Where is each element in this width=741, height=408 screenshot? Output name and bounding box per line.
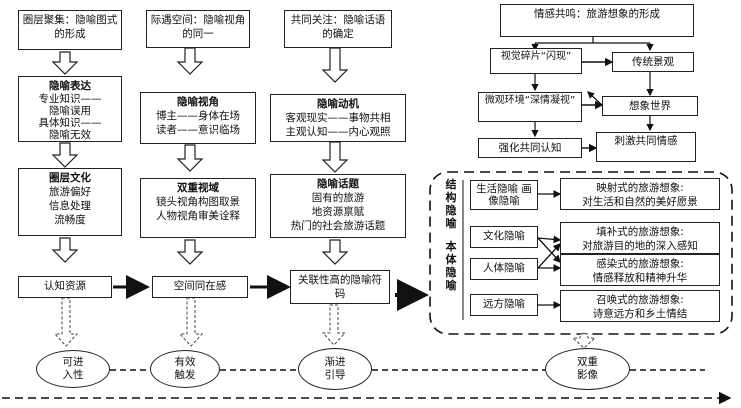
imagination-title: 感染式的旅游想象: [596, 258, 684, 270]
structural-metaphor-label: 结构隐喻 [445, 178, 457, 230]
imagination-desc: 诗意远方和乡土情结 [592, 308, 688, 320]
oval-line: 可进 [62, 356, 84, 368]
oval-trigger: 有效 触发 [150, 350, 220, 388]
c3-topic-line: 地资源禀赋 [311, 206, 365, 218]
metaphor-type-body: 人体隐喻 [470, 258, 538, 280]
c3-topic-title: 隐喻话题 [317, 178, 359, 190]
c4-left-text-2: 微观环境“深情凝视” [484, 95, 576, 106]
c1-expression-box: 隐喻表达 专业知识—— 隐喻误用 具体知识—— 隐喻无效 [18, 76, 122, 142]
c2-vision-line: 人物视角审美诠释 [156, 210, 240, 222]
c1-expression-line: 具体知识—— [38, 117, 102, 129]
oval-line: 触发 [174, 369, 196, 381]
oval-line: 渐进 [324, 356, 346, 368]
c4-right-text-2: 想象世界 [629, 100, 671, 112]
c4-left-box-1: 视觉碎片“闪现” [490, 48, 582, 74]
c2-vision-line: 镜头视角构图取景 [156, 196, 240, 208]
c3-head-text: 共同关注：隐喻话语的确定 [290, 14, 386, 40]
imagination-box-infection: 感染式的旅游想象: 情感释放和精神升华 [560, 254, 720, 286]
imagination-title: 召唤式的旅游想象: [596, 294, 684, 306]
oval-guidance: 渐进 引导 [298, 348, 372, 390]
c3-motive-box: 隐喻动机 客观现实——事物共相 主观认知——内心观照 [270, 94, 406, 142]
c3-topic-line: 热门的社会旅游话题 [290, 220, 386, 232]
c1-expression-title: 隐喻表达 [49, 80, 91, 92]
c2-space-box: 空间同在感 [152, 276, 248, 298]
c1-head-text: 圈层聚集：隐喻图式的形成 [22, 14, 118, 40]
imagination-desc: 对生活和自然的美好愿景 [582, 196, 698, 208]
metaphor-type-life: 生活隐喻 画像隐喻 [470, 180, 538, 210]
c2-vision-title: 双重视域 [177, 182, 219, 194]
down-arrow-c2-3 [176, 239, 204, 265]
c2-perspective-title: 隐喻视角 [177, 96, 219, 108]
oval-accessibility: 可进 入性 [36, 350, 110, 388]
c4-head-text: 情感共鸣：旅游想象的形成 [534, 8, 660, 20]
oval-line: 双重 [577, 356, 598, 368]
down-arrow-c1-3 [51, 237, 79, 263]
c2-space-text: 空间同在感 [173, 280, 227, 292]
c1-expression-line: 隐喻无效 [49, 129, 91, 141]
c3-symbol-box: 关联性高的隐喻符码 [290, 270, 390, 304]
c1-expression-line: 专业知识—— [38, 93, 102, 105]
c3-topic-line: 固有的旅游 [311, 192, 365, 204]
metaphor-type-text: 生活隐喻 画像隐喻 [476, 183, 532, 207]
c2-perspective-box: 隐喻视角 博主——身体在场 读者——意识临场 [140, 92, 256, 144]
imagination-desc: 对旅游目的地的深入感知 [582, 240, 698, 252]
c4-right-text-1: 传统景观 [632, 56, 674, 68]
c3-motive-title: 隐喻动机 [317, 98, 359, 110]
oval-line: 有效 [174, 356, 196, 368]
metaphor-type-distance: 远方隐喻 [470, 294, 538, 316]
down-arrow-c3-3 [321, 239, 349, 265]
c2-head-box: 际遇空间：隐喻视角的同一 [146, 10, 250, 48]
c4-right-text-3: 刺激共同情感 [614, 135, 678, 147]
c4-head-box: 情感共鸣：旅游想象的形成 [500, 4, 694, 37]
c3-motive-line: 客观现实——事物共相 [285, 112, 391, 124]
down-arrow-c1-1 [51, 51, 79, 75]
down-arrow-c3-1 [321, 47, 349, 83]
imagination-box-calling: 召唤式的旅游想象: 诗意远方和乡土情结 [560, 290, 720, 322]
down-arrow-c3-2 [321, 141, 349, 173]
c1-resource-text: 认知资源 [44, 280, 86, 292]
oval-line: 入性 [62, 369, 84, 381]
c1-culture-line: 流畅度 [54, 214, 86, 226]
c2-vision-box: 双重视域 镜头视角构图取景 人物视角审美诠释 [140, 178, 256, 238]
c1-culture-box: 圈层文化 旅游偏好 信息处理 流畅度 [18, 168, 122, 236]
c4-right-box-2: 想象世界 [602, 96, 698, 116]
c4-left-text-1: 视觉碎片“闪现” [500, 51, 572, 62]
ontological-metaphor-label: 本体隐喻 [445, 240, 457, 292]
down-arrow-c1-2 [51, 142, 79, 168]
imagination-title: 填补式的旅游想象: [596, 226, 684, 238]
c1-culture-line: 旅游偏好 [49, 186, 91, 198]
imagination-box-mapping: 映射式的旅游想象: 对生活和自然的美好愿景 [560, 178, 720, 210]
c1-head-box: 圈层聚集：隐喻图式的形成 [18, 10, 122, 50]
down-arrow-c2-1 [176, 47, 204, 75]
c4-left-box-2: 微观环境“深情凝视” [478, 92, 582, 122]
c1-resource-box: 认知资源 [18, 276, 112, 298]
c3-topic-box: 隐喻话题 固有的旅游 地资源禀赋 热门的社会旅游话题 [270, 174, 406, 238]
metaphor-type-text: 人体隐喻 [483, 262, 525, 274]
c1-culture-title: 圈层文化 [49, 172, 91, 184]
c4-left-text-3: 强化共同认知 [498, 142, 562, 154]
c4-right-box-3: 刺激共同情感 [596, 132, 696, 162]
c2-perspective-line: 读者——意识临场 [156, 124, 240, 136]
c3-symbol-text: 关联性高的隐喻符码 [298, 274, 382, 300]
imagination-box-filling: 填补式的旅游想象: 对旅游目的地的深入感知 [560, 222, 720, 254]
c2-perspective-line: 博主——身体在场 [156, 110, 240, 122]
oval-line: 引导 [324, 369, 346, 381]
c4-right-box-1: 传统景观 [612, 52, 694, 72]
imagination-desc: 情感释放和精神升华 [592, 272, 688, 284]
c3-motive-line: 主观认知——内心观照 [285, 126, 391, 138]
oval-dual-image: 双重 影像 [545, 348, 630, 390]
metaphor-type-text: 远方隐喻 [483, 298, 525, 310]
c1-culture-line: 信息处理 [49, 200, 91, 212]
imagination-title: 映射式的旅游想象: [596, 182, 684, 194]
metaphor-type-culture: 文化隐喻 [470, 226, 538, 248]
c3-head-box: 共同关注：隐喻话语的确定 [284, 10, 392, 48]
c1-expression-line: 隐喻误用 [49, 105, 91, 117]
down-arrow-c2-2 [176, 144, 204, 172]
c2-head-text: 际遇空间：隐喻视角的同一 [150, 14, 246, 40]
oval-line: 影像 [577, 369, 598, 381]
metaphor-type-text: 文化隐喻 [483, 230, 525, 242]
c4-left-box-3: 强化共同认知 [478, 138, 582, 158]
